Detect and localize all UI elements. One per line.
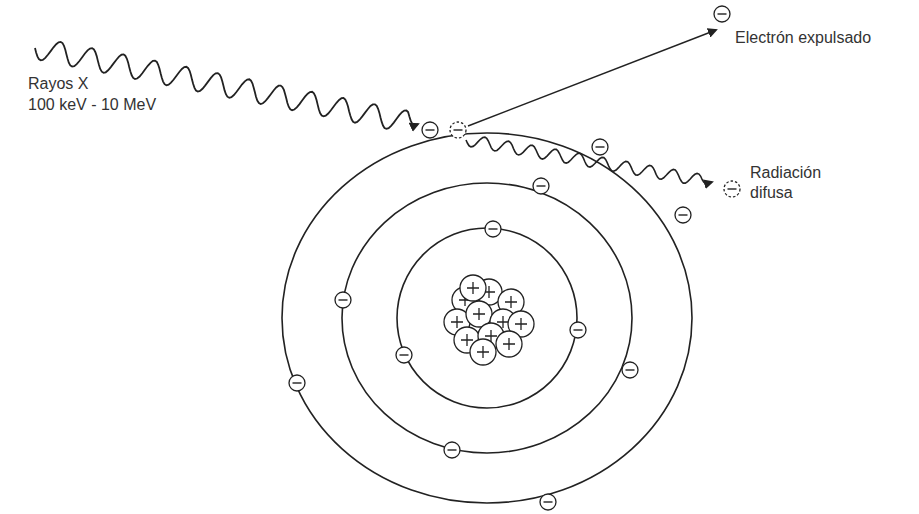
minus-sign: [544, 501, 553, 502]
middle-orbit: [342, 183, 632, 453]
scattered-wave: [466, 137, 712, 183]
minus-sign: [574, 329, 583, 330]
minus-sign: [400, 354, 409, 355]
nucleus: [444, 275, 534, 365]
outer-orbit: [282, 133, 692, 503]
minus-sign: [728, 188, 737, 189]
plus-sign: [505, 296, 517, 308]
minus-sign: [626, 369, 635, 370]
plus-sign: [467, 282, 479, 294]
vacant-electron: [724, 181, 740, 197]
callout-label: Radiación difusa: [750, 163, 850, 203]
minus-sign: [718, 13, 727, 14]
callout-label: Electrón expulsado: [735, 28, 871, 48]
electron: [485, 221, 501, 237]
electron: [540, 494, 556, 510]
electron: [289, 375, 305, 391]
electron: [444, 442, 460, 458]
electron: [714, 6, 730, 22]
ejected-electron-path: [468, 30, 716, 126]
energy-range: 100 keV - 10 MeV: [28, 95, 156, 115]
proton: [496, 331, 522, 357]
electron: [570, 322, 586, 338]
plus-sign: [461, 334, 473, 346]
plus-sign: [503, 338, 515, 350]
inner-orbit: [397, 228, 577, 408]
plus-sign: [473, 308, 485, 320]
electron: [622, 362, 638, 378]
label-text: Rayos X: [28, 74, 88, 94]
proton: [470, 339, 496, 365]
electron: [675, 207, 691, 223]
electron: [396, 347, 412, 363]
proton: [460, 275, 486, 301]
x-ray-wave: [35, 42, 418, 129]
minus-sign: [454, 129, 463, 130]
minus-sign: [293, 382, 302, 383]
plus-sign: [451, 316, 463, 328]
orbits: [282, 133, 692, 503]
minus-sign: [596, 146, 605, 147]
minus-sign: [537, 185, 546, 186]
minus-sign: [448, 449, 457, 450]
electron: [533, 178, 549, 194]
minus-sign: [489, 228, 498, 229]
minus-sign: [679, 214, 688, 215]
minus-sign: [339, 299, 348, 300]
plus-sign: [515, 318, 527, 330]
vacant-electron: [450, 122, 466, 138]
electron: [422, 122, 438, 138]
electron: [592, 139, 608, 155]
minus-sign: [426, 129, 435, 130]
electron: [335, 292, 351, 308]
electrons: [289, 6, 740, 510]
plus-sign: [477, 346, 489, 358]
